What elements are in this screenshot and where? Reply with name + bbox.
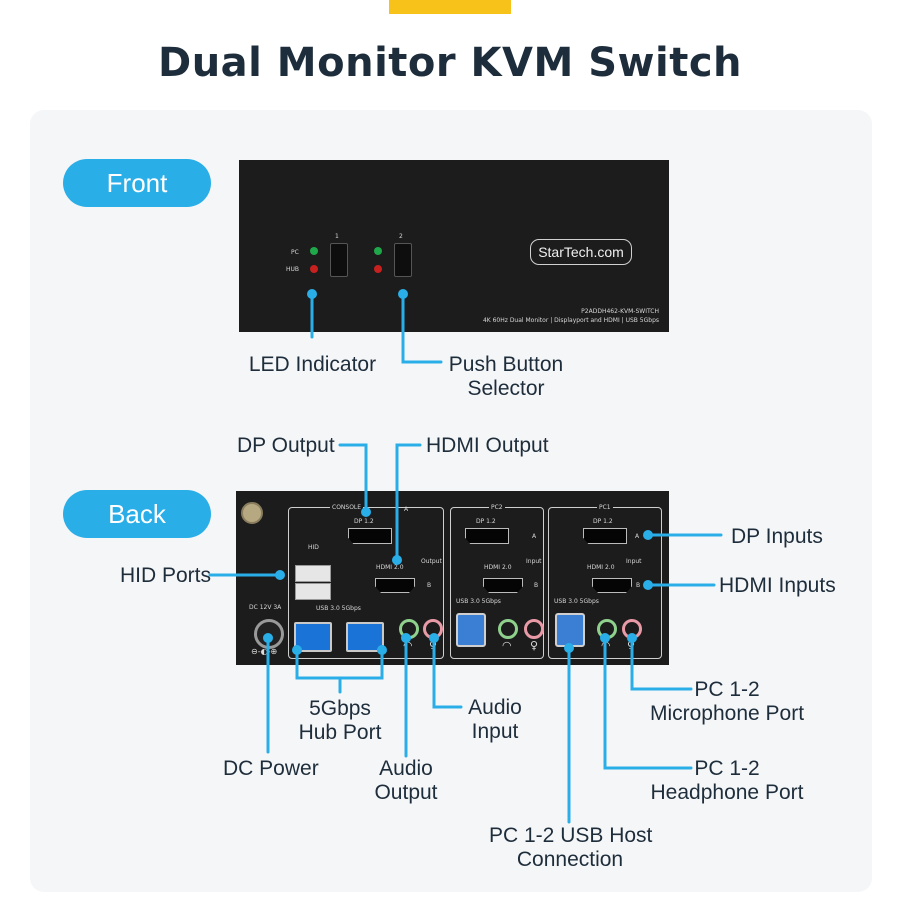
pc2-input-label: Input [526,558,542,565]
callout-led-indicator: LED Indicator [248,353,377,376]
callout-dp-output: DP Output [237,434,335,457]
callout-audio-output-line1: Audio [379,757,433,780]
push-button-2[interactable] [394,243,412,277]
page-title: Dual Monitor KVM Switch [158,40,742,86]
startech-logo: StarTech.com [530,239,632,265]
pc2-headphone-jack[interactable] [498,619,518,639]
brand-accent-bar [389,0,511,14]
console-headphone-icon: ◠ [403,639,413,652]
pc1-dp-port[interactable] [583,528,627,544]
callout-hid-ports: HID Ports [120,564,212,587]
console-label: CONSOLE [330,504,364,511]
console-hdmi-port[interactable] [375,578,415,593]
hid-usb-port-2[interactable] [295,583,331,600]
callout-hub-line1: 5Gbps [309,697,371,720]
dc-label: DC 12V 3A [249,604,282,611]
pc-led-2 [374,247,382,255]
hub-led-1 [310,265,318,273]
callout-dc-power: DC Power [223,757,319,780]
callout-hub-line2: Hub Port [298,721,382,744]
callout-usb-host-line2: Connection [516,848,624,871]
pc2-dp-port[interactable] [465,528,509,544]
hub-led-2 [374,265,382,273]
model-description: 4K 60Hz Dual Monitor | Displayport and H… [482,317,659,324]
connector-headphone [603,636,693,770]
connector-dp-output [338,443,368,514]
pc2-dp-label: DP 1.2 [476,518,496,525]
callout-audio-output-line2: Output [374,781,438,804]
pc2-label: PC2 [489,504,505,511]
console-hdmi-b: B [427,582,432,589]
callout-hdmi-inputs: HDMI Inputs [719,574,836,597]
hub-usb-port-2[interactable] [346,622,384,652]
pc2-mic-jack[interactable] [524,619,544,639]
pc1-hdmi-b: B [636,582,641,589]
pc1-input-label: Input [626,558,642,565]
callout-audio-input-line1: Audio [468,696,522,719]
pc1-label: PC1 [597,504,613,511]
callout-mic-line2: Microphone Port [649,702,805,725]
callout-headphone-line1: PC 1-2 [694,757,760,780]
pc1-dp-label: DP 1.2 [593,518,613,525]
console-output-label: Output [421,558,442,565]
pc2-dp-a: A [532,533,537,540]
pc-led-1 [310,247,318,255]
callout-hdmi-output: HDMI Output [426,434,549,457]
callout-audio-input-line2: Input [471,720,519,743]
console-hdmi-label: HDMI 2.0 [376,564,404,571]
connector-microphone [630,636,693,691]
dc-polarity-icon: ⊖-◐-⊕ [251,647,278,656]
push-button-1[interactable] [330,243,348,277]
led-label-hub: HUB [286,266,300,273]
connector-audio-input [432,636,463,709]
hid-usb-port-1[interactable] [295,565,331,582]
callout-push-button-line2: Selector [467,377,545,400]
pc1-hdmi-label: HDMI 2.0 [587,564,615,571]
connector-hdmi-output [395,443,422,562]
model-text: P2ADDH462-KVM-SWITCH [581,308,659,315]
pc2-usb-host-port[interactable] [456,613,486,647]
led-label-pc: PC [291,249,299,256]
connector-push-button [401,292,443,364]
callout-dp-inputs: DP Inputs [731,525,823,548]
pc1-dp-a: A [635,533,640,540]
pc2-usb-label: USB 3.0 5Gbps [456,598,501,605]
pc2-hdmi-port[interactable] [483,578,523,593]
pc1-usb-label: USB 3.0 5Gbps [554,598,599,605]
console-dp-port[interactable] [348,528,392,544]
pc2-headphone-icon: ◠ [502,639,512,652]
pc2-mic-icon: ♀ [530,639,539,652]
console-dp-label: DP 1.2 [354,518,374,525]
callout-headphone-line2: Headphone Port [650,781,804,804]
button-number-1: 1 [335,233,339,240]
connector-hub-bracket [295,648,384,680]
console-usb-label: USB 3.0 5Gbps [316,605,361,612]
pc2-hdmi-label: HDMI 2.0 [484,564,512,571]
ground-screw [241,502,263,524]
console-dp-a: A [404,506,409,513]
front-pill: Front [63,159,211,207]
pc2-hdmi-b: B [534,582,539,589]
back-pill: Back [63,490,211,538]
callout-mic-line1: PC 1-2 [694,678,760,701]
hid-label: HID [308,544,319,551]
button-number-2: 2 [399,233,403,240]
callout-usb-host-line1: PC 1-2 USB Host [489,824,653,847]
callout-push-button-line1: Push Button [448,353,564,376]
pc1-hdmi-port[interactable] [592,578,632,593]
